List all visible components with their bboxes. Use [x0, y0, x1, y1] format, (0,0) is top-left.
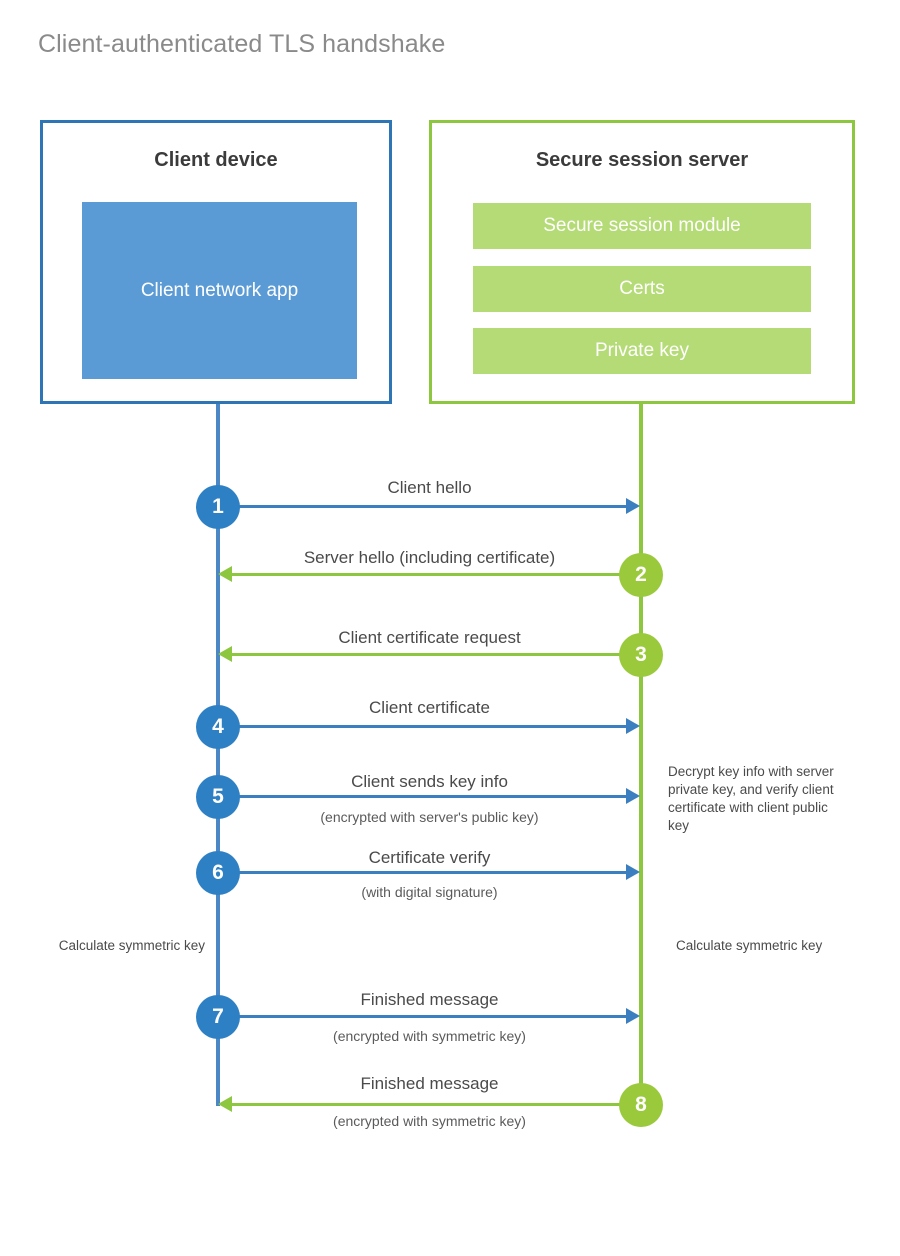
client-network-app-block: Client network app [82, 202, 357, 379]
step-7-sublabel: (encrypted with symmetric key) [333, 1028, 526, 1044]
step-2-label: Server hello (including certificate) [303, 548, 556, 567]
step-badge-3[interactable]: 3 [619, 633, 663, 677]
step-1-arrow-head [626, 498, 640, 514]
step-8-arrow-line [232, 1103, 641, 1106]
note-server-decrypt: Decrypt key info with server private key… [668, 764, 834, 833]
secure-session-server-box: Secure session server Secure session mod… [429, 120, 855, 404]
step-badge-1[interactable]: 1 [196, 485, 240, 529]
server-lifeline [639, 404, 643, 1106]
secure-session-server-title: Secure session server [535, 149, 749, 171]
step-3-label: Client certificate request [338, 628, 521, 647]
step-5-label: Client sends key info [351, 772, 508, 791]
step-8-label: Finished message [360, 1074, 499, 1093]
step-7-label: Finished message [360, 990, 499, 1009]
step-5-arrow-head [626, 788, 640, 804]
step-badge-2[interactable]: 2 [619, 553, 663, 597]
step-6-arrow-line [218, 871, 626, 874]
step-badge-7[interactable]: 7 [196, 995, 240, 1039]
server-component-secure-session-module: Secure session module [473, 203, 811, 249]
step-badge-4[interactable]: 4 [196, 705, 240, 749]
step-2-arrow-head [218, 566, 232, 582]
step-1-arrow-line [218, 505, 626, 508]
step-3-arrow-line [232, 653, 641, 656]
step-4-arrow-head [626, 718, 640, 734]
step-5-arrow-line [218, 795, 626, 798]
server-component-private-key: Private key [473, 328, 811, 374]
step-6-label: Certificate verify [368, 848, 491, 867]
step-7-arrow-line [218, 1015, 626, 1018]
step-5-sublabel: (encrypted with server's public key) [320, 809, 539, 825]
page-title: Client-authenticated TLS handshake [38, 30, 446, 58]
client-device-title: Client device [154, 149, 278, 171]
note-client-calculate-symmetric-key: Calculate symmetric key [58, 938, 205, 953]
step-3-arrow-head [218, 646, 232, 662]
step-badge-6[interactable]: 6 [196, 851, 240, 895]
step-1-label: Client hello [387, 478, 472, 497]
step-8-arrow-head [218, 1096, 232, 1112]
step-4-arrow-line [218, 725, 626, 728]
step-6-sublabel: (with digital signature) [361, 884, 498, 900]
step-badge-5[interactable]: 5 [196, 775, 240, 819]
note-server-calculate-symmetric-key: Calculate symmetric key [676, 938, 823, 953]
client-lifeline [216, 404, 220, 1106]
step-badge-8[interactable]: 8 [619, 1083, 663, 1127]
step-2-arrow-line [232, 573, 641, 576]
step-6-arrow-head [626, 864, 640, 880]
client-device-box: Client device Client network app [40, 120, 392, 404]
step-4-label: Client certificate [369, 698, 490, 717]
step-7-arrow-head [626, 1008, 640, 1024]
server-component-certs: Certs [473, 266, 811, 312]
step-8-sublabel: (encrypted with symmetric key) [333, 1113, 526, 1129]
